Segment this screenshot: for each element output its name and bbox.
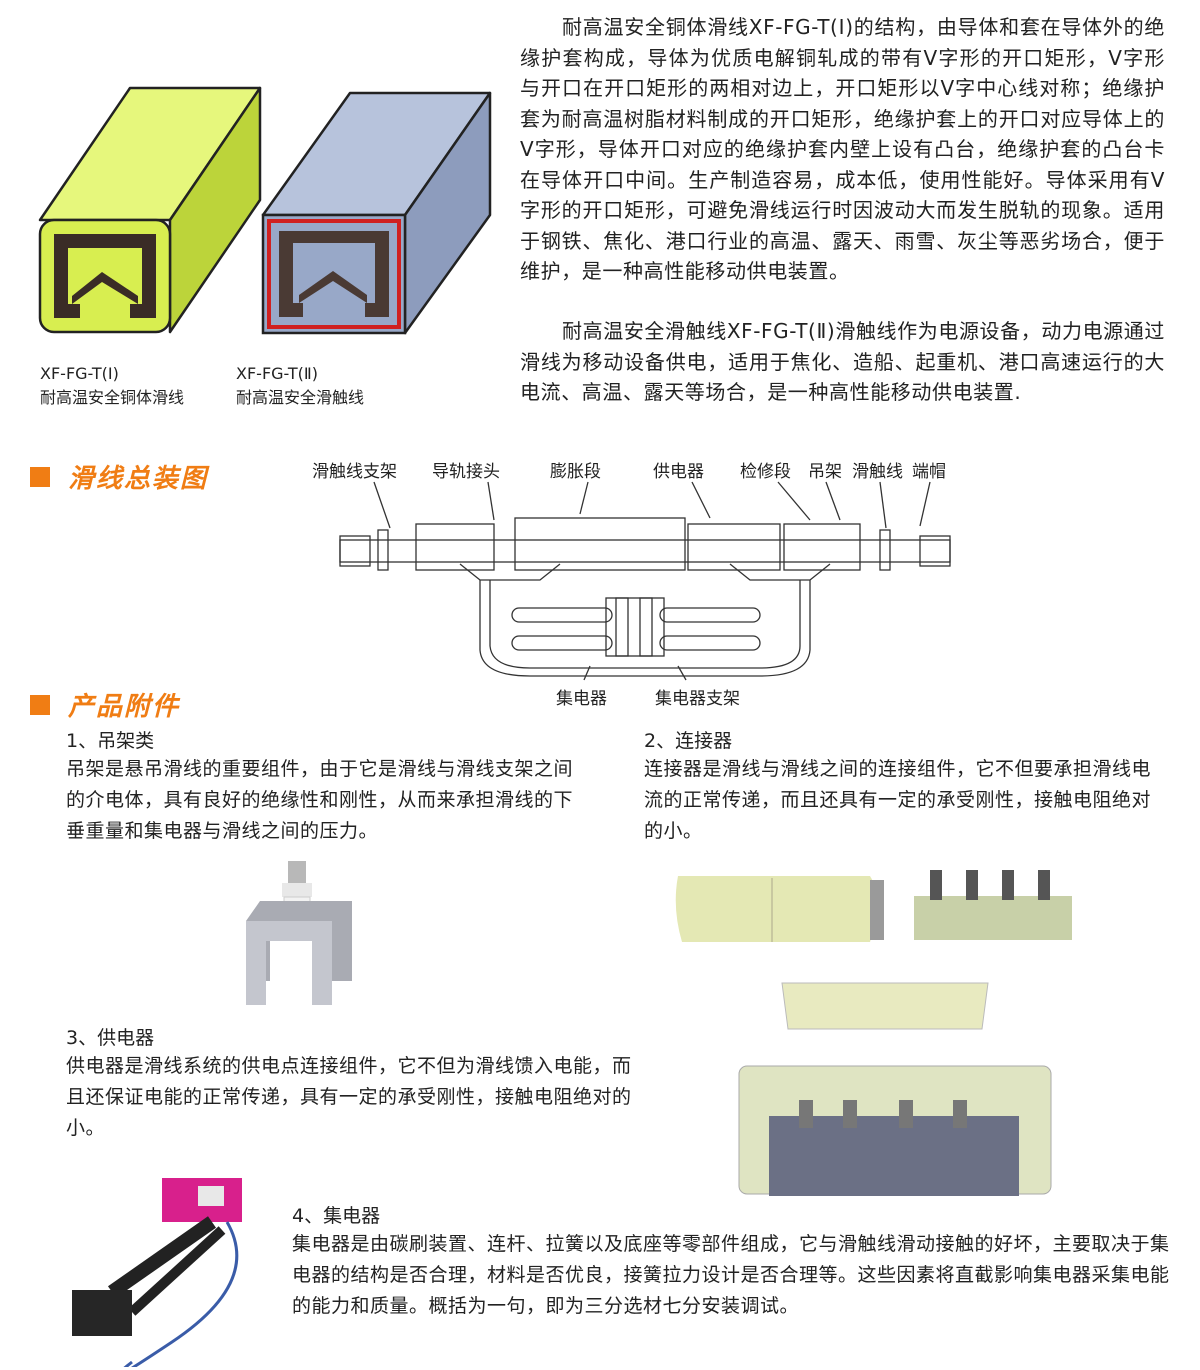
product-1-illustration — [38, 86, 262, 334]
connector-photo-1 — [675, 876, 884, 942]
accessory-text: 连接器是滑线与滑线之间的连接组件，它不但要承担滑线电流的正常传递，而且还具有一定… — [644, 758, 1152, 842]
label-service: 检修段 — [740, 462, 791, 482]
label-end-cap: 端帽 — [912, 462, 946, 482]
power-feeder-photo — [738, 1065, 1052, 1196]
product-2-model: XF-FG-T(Ⅱ) — [236, 364, 318, 383]
intro-paragraph-1: 耐高温安全铜体滑线XF-FG-T(Ⅰ)的结构，由导体和套在导体外的绝缘护套构成，… — [520, 15, 1165, 283]
accessory-title: 1、吊架类 — [66, 730, 155, 752]
section-header-assembly: 滑线总装图 — [30, 458, 208, 495]
label-hanger: 吊架 — [808, 462, 842, 482]
label-collector-bracket: 集电器支架 — [655, 689, 740, 709]
section-title-assembly: 滑线总装图 — [68, 464, 209, 494]
label-expansion: 膨胀段 — [550, 462, 601, 482]
accessory-title: 2、连接器 — [644, 730, 733, 752]
label-collector: 集电器 — [556, 689, 607, 709]
product-1-name: 耐高温安全铜体滑线 — [40, 388, 185, 407]
hanger-photo — [246, 861, 352, 1005]
section-title-accessories: 产品附件 — [68, 692, 181, 722]
label-power-feeder: 供电器 — [653, 462, 704, 482]
accessory-title: 4、集电器 — [292, 1205, 381, 1227]
assembly-diagram — [339, 481, 951, 681]
label-rail-joint: 导轨接头 — [432, 462, 500, 482]
collector-photo — [72, 1178, 242, 1367]
section-header-accessories: 产品附件 — [30, 686, 180, 723]
accessory-item-collector: 4、集电器 集电器是由碳刷装置、连杆、拉簧以及底座等零部件组成，它与滑触线滑动接… — [292, 1203, 1170, 1322]
connector-photo-3 — [781, 982, 989, 1030]
product-2-name: 耐高温安全滑触线 — [236, 388, 365, 407]
section-marker — [30, 466, 50, 487]
connector-photo-2 — [914, 870, 1072, 940]
label-support: 滑触线支架 — [312, 462, 397, 482]
accessory-item-connector: 2、连接器 连接器是滑线与滑线之间的连接组件，它不但要承担滑线电流的正常传递，而… — [644, 728, 1168, 847]
section-marker — [30, 694, 50, 715]
accessory-text: 供电器是滑线系统的供电点连接组件，它不但为滑线馈入电能，而且还保证电能的正常传递… — [66, 1055, 632, 1139]
intro-paragraph-2: 耐高温安全滑触线XF-FG-T(Ⅱ)滑触线作为电源设备，动力电源通过滑线为移动设… — [520, 319, 1165, 404]
accessory-title: 3、供电器 — [66, 1027, 155, 1049]
accessory-item-power-feeder: 3、供电器 供电器是滑线系统的供电点连接组件，它不但为滑线馈入电能，而且还保证电… — [66, 1025, 636, 1144]
label-conductor: 滑触线 — [852, 462, 903, 482]
product-1-model: XF-FG-T(Ⅰ) — [40, 364, 119, 383]
accessory-text: 吊架是悬吊滑线的重要组件，由于它是滑线与滑线支架之间的介电体，具有良好的绝缘性和… — [66, 758, 574, 842]
accessory-item-hanger: 1、吊架类 吊架是悬吊滑线的重要组件，由于它是滑线与滑线支架之间的介电体，具有良… — [66, 728, 590, 847]
accessory-text: 集电器是由碳刷装置、连杆、拉簧以及底座等零部件组成，它与滑触线滑动接触的好坏，主… — [292, 1233, 1170, 1317]
product-2-illustration — [261, 91, 492, 335]
